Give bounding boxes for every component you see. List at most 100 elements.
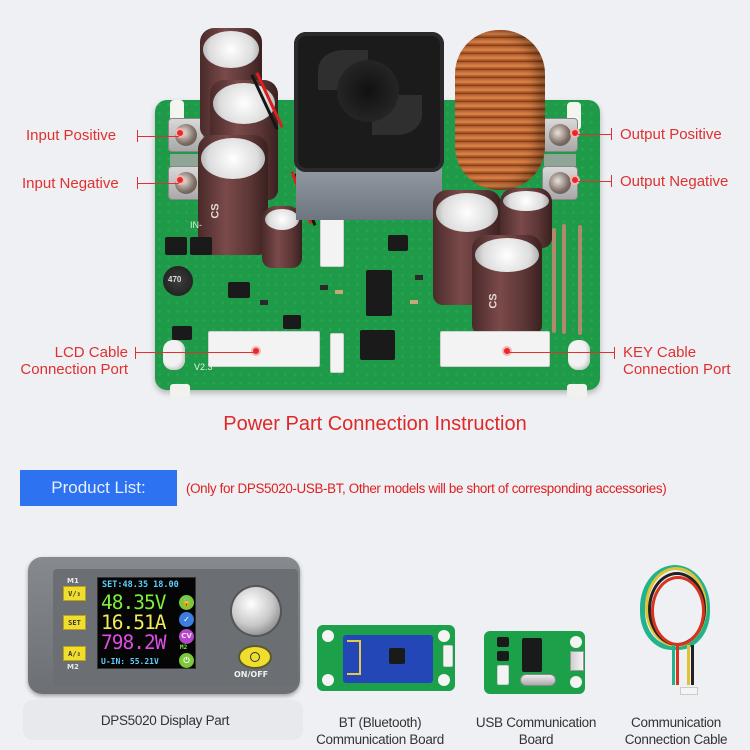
lcd-power: 798.2W	[101, 631, 166, 654]
terminal-base	[170, 154, 202, 166]
output-negative-label: Output Negative	[620, 173, 729, 190]
lcd-cable-label-line1: LCD Cable	[54, 344, 128, 361]
check-icon: ✓	[179, 612, 194, 627]
small-port	[330, 333, 344, 373]
current-key[interactable]: A/⇕	[63, 646, 86, 661]
fan-hub	[337, 60, 399, 122]
product-list-note: (Only for DPS5020-USB-BT, Other models w…	[186, 481, 667, 496]
cable-caption: Communication Connection Cable	[610, 714, 742, 748]
ic-chip	[228, 282, 250, 298]
capacitor: CS	[472, 235, 542, 335]
capacitor-small	[262, 206, 302, 268]
input-negative-marker	[175, 175, 185, 185]
callout-tick	[614, 347, 615, 359]
lcd-cable-label-line2: Connection Port	[20, 361, 128, 378]
cable-lead	[687, 645, 690, 685]
crystal	[520, 674, 556, 686]
transistor	[497, 651, 509, 661]
m2-label: M2	[67, 663, 79, 671]
lcd-input-voltage: U-IN: 55.21V	[101, 657, 159, 666]
inductor-coil	[455, 30, 545, 190]
mosfet	[165, 237, 187, 255]
cap-marking: CS	[487, 293, 500, 309]
lcd-cable-label: LCD Cable Connection Port	[0, 344, 128, 378]
usb-board-caption: USB Communication Board	[462, 714, 610, 748]
m1-label: M1	[67, 577, 79, 585]
output-negative-marker	[570, 175, 580, 185]
board-hole	[438, 674, 450, 686]
standoff-foot	[170, 384, 190, 398]
smd	[335, 290, 343, 294]
display-caption-bg	[23, 700, 303, 740]
lcd-port-marker	[251, 346, 261, 356]
lcd-voltage: 48.35V	[101, 591, 166, 614]
board-hole	[322, 630, 334, 642]
output-positive-marker	[570, 128, 580, 138]
cable-lead	[672, 645, 675, 685]
callout-line	[578, 181, 611, 182]
mounting-hole	[568, 340, 590, 370]
input-positive-label: Input Positive	[26, 127, 117, 144]
cv-mode-icon: CV	[179, 629, 194, 644]
antenna-trace	[347, 640, 361, 675]
smd	[410, 300, 418, 304]
key-cable-label-line2: Connection Port	[623, 361, 731, 378]
callout-tick	[611, 175, 612, 187]
callout-line	[508, 352, 614, 353]
lcd-cable-port	[208, 331, 320, 367]
cable-wire-red	[651, 576, 705, 646]
cable-plug	[680, 687, 698, 695]
cable-lead	[676, 645, 679, 685]
callout-line	[137, 183, 179, 184]
callout-line	[135, 352, 255, 353]
callout-tick	[611, 128, 612, 140]
micro-usb-port	[570, 651, 584, 671]
usb-chip	[522, 638, 542, 672]
bt-caption-line2: Communication Board	[316, 732, 444, 747]
inductor-small	[163, 266, 193, 296]
lcd-set-line: SET:48.35 18.00	[102, 580, 179, 590]
power-icon	[250, 652, 260, 662]
power-part-title: Power Part Connection Instruction	[223, 413, 527, 435]
version-marking: V2.3	[194, 362, 213, 372]
on-off-label: ON/OFF	[234, 670, 269, 679]
shunt-resistor	[578, 225, 582, 335]
display-part-caption: DPS5020 Display Part	[100, 713, 230, 728]
key-cable-port	[440, 331, 550, 367]
bluetooth-module	[343, 635, 433, 683]
callout-line	[137, 136, 179, 137]
bt-board-caption: BT (Bluetooth) Communication Board	[305, 714, 455, 748]
lcd-current: 16.51A	[101, 611, 166, 634]
shunt-resistor	[562, 224, 566, 334]
rotary-encoder-knob[interactable]	[232, 587, 280, 635]
bt-chip	[389, 648, 405, 664]
cap-marking: CS	[209, 203, 222, 219]
in-minus-marking: IN-	[190, 220, 202, 230]
mosfet	[190, 237, 212, 255]
cable-lead	[691, 645, 694, 685]
board-hole	[438, 630, 450, 642]
voltage-key[interactable]: V/⇕	[63, 586, 86, 601]
regulator	[283, 315, 301, 329]
lcd-screen: SET:48.35 18.00 48.35V 16.51A 798.2W U-I…	[97, 577, 196, 669]
key-cable-label: KEY Cable Connection Port	[623, 344, 731, 378]
standoff-foot	[567, 384, 587, 398]
ic-chip	[366, 270, 392, 316]
transistor	[497, 637, 509, 647]
set-key[interactable]: SET	[63, 615, 86, 630]
on-off-button[interactable]	[238, 645, 272, 669]
microcontroller	[360, 330, 395, 360]
smd	[260, 300, 268, 305]
board-hole	[570, 636, 582, 648]
product-list-button[interactable]: Product List:	[20, 470, 177, 506]
usb-board-connector	[497, 665, 509, 685]
input-negative-label: Input Negative	[22, 175, 119, 192]
key-cable-label-line1: KEY Cable	[623, 344, 697, 361]
board-hole	[570, 676, 582, 688]
cable-caption-line1: Communication	[631, 715, 721, 730]
bt-connector	[443, 645, 453, 667]
smd	[320, 285, 328, 290]
cable-caption-line2: Connection Cable	[624, 732, 728, 747]
mounting-hole	[163, 340, 185, 370]
shunt-resistor	[552, 228, 556, 333]
